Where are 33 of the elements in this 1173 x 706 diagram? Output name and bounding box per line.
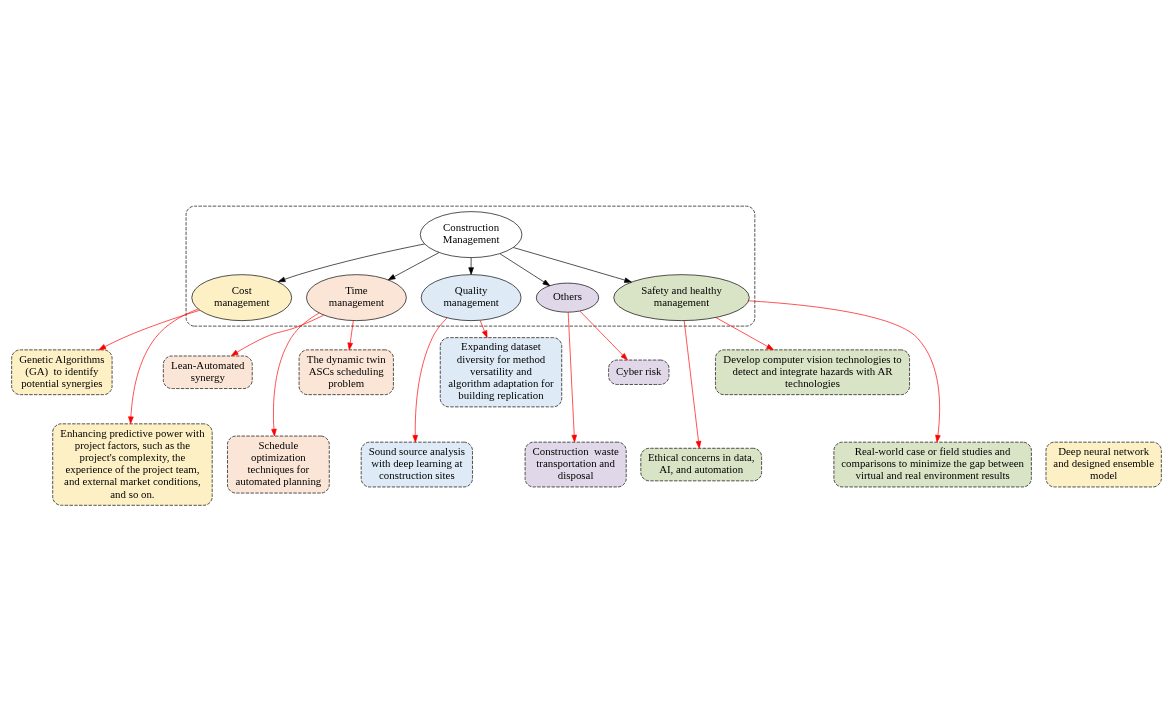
arrow	[128, 308, 199, 424]
arrow	[499, 253, 551, 286]
node-box: Genetic Algorithms (GA) to identify potential synergies	[11, 349, 113, 395]
arrow	[468, 257, 474, 275]
node-box: Deep neural network and designed ensemble model	[1045, 441, 1162, 488]
node-box: Ethical concerns in data, AI, and automation	[640, 447, 762, 482]
node-box: Lean-Automated synergy	[163, 355, 253, 389]
arrow	[277, 243, 425, 283]
node-box: Develop computer vision technologies to detect and integrate hazards with AR technologies	[715, 349, 910, 395]
node-box: Construction waste transportation and disposal	[524, 441, 627, 488]
node-box: Enhancing predictive power with project factors, such as the project's complexity, the experience of the project team, and external market conditions, and so on.	[52, 423, 213, 506]
arrow	[748, 300, 941, 443]
cluster	[185, 205, 756, 327]
arrow	[683, 320, 702, 449]
arrow	[98, 309, 201, 351]
arrow	[230, 314, 324, 357]
node-box: The dynamic twin ASCs scheduling problem	[298, 349, 394, 395]
arrow	[387, 252, 440, 281]
node-box: Cyber risk	[608, 359, 670, 385]
node-box: Schedule optimization techniques for automated planning	[227, 435, 330, 494]
arrow	[271, 312, 320, 437]
node-box: Real-world case or field studies and comparisons to minimize the gap between virtual and real environment results	[833, 441, 1032, 488]
arrow	[347, 320, 354, 351]
node-ellipse: Construction Management	[419, 211, 523, 258]
arrow	[579, 310, 628, 361]
node-ellipse: Quality management	[420, 274, 522, 321]
node-ellipse: Others	[536, 282, 599, 313]
arrow	[567, 311, 577, 443]
arrow	[479, 320, 488, 338]
node-box: Sound source analysis with deep learning at construction sites	[360, 441, 473, 488]
node-box: Expanding dataset diversity for method versatility and algorithm adaptation for building replication	[439, 337, 563, 408]
arrow	[513, 247, 632, 283]
arrow	[715, 317, 774, 351]
